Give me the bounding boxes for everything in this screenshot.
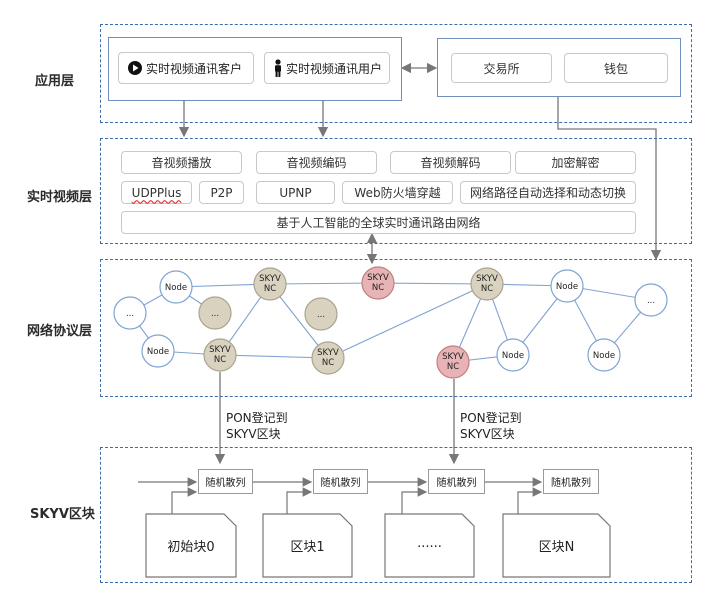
client-customer[interactable]: 实时视频通讯客户: [118, 52, 254, 84]
svg-text:NC: NC: [372, 283, 384, 293]
node-4[interactable]: Node: [496, 338, 530, 372]
block1-to-hash: [286, 487, 313, 514]
block-shape-1: [262, 513, 353, 578]
client-user[interactable]: 实时视频通讯用户: [264, 52, 390, 84]
person-icon: [273, 59, 283, 77]
layer-label-chain: SKYV区块: [30, 507, 95, 522]
rt-udpplus-label: UDPPlus: [131, 185, 182, 200]
svg-text:NC: NC: [264, 284, 276, 294]
block-shape-n: [502, 513, 611, 578]
rt-av-encode[interactable]: 音视频编码: [256, 151, 377, 174]
skyv-nc-node-1[interactable]: SKYV NC: [253, 267, 287, 301]
pon-annotation-right: PON登记到 SKYV区块: [460, 410, 522, 442]
skyv-nc-node-4[interactable]: SKYV NC: [470, 267, 504, 301]
blockdots-to-hash: [401, 487, 428, 514]
node-5[interactable]: Node: [587, 338, 621, 372]
node-ellipsis-right[interactable]: ...: [634, 283, 668, 317]
pon-right-line2: SKYV区块: [460, 427, 515, 441]
rt-udpplus[interactable]: UDPPlus: [121, 181, 192, 204]
svg-text:NC: NC: [322, 358, 334, 368]
network-layer-frame: [100, 259, 692, 397]
block-ellipsis[interactable]: ......: [385, 514, 474, 577]
skyv-nc-node-pink-2[interactable]: SKYV NC: [436, 345, 470, 379]
skyv-nc-node-3[interactable]: SKYV NC: [311, 341, 345, 375]
svg-text:Node: Node: [593, 351, 615, 361]
play-circle-icon: [127, 60, 143, 76]
block-shape-0: [145, 513, 237, 578]
rt-p2p[interactable]: P2P: [199, 181, 244, 204]
svg-text:...: ...: [647, 296, 655, 306]
svg-text:...: ...: [211, 309, 219, 319]
block-0[interactable]: 初始块0: [146, 514, 236, 577]
node-ellipsis-tan-2[interactable]: ...: [304, 297, 338, 331]
svg-text:Node: Node: [502, 351, 524, 361]
pon-right-line1: PON登记到: [460, 411, 522, 425]
node-3[interactable]: Node: [550, 269, 584, 303]
svg-text:...: ...: [126, 309, 134, 319]
node-1[interactable]: Node: [159, 270, 193, 304]
rt-upnp[interactable]: UPNP: [256, 181, 335, 204]
client-user-label: 实时视频通讯用户: [286, 61, 383, 76]
svg-text:NC: NC: [481, 284, 493, 294]
client-customer-label: 实时视频通讯客户: [146, 61, 243, 76]
pon-left-line1: PON登记到: [226, 411, 288, 425]
svg-text:Node: Node: [556, 282, 578, 292]
hash-box-4[interactable]: 随机散列: [543, 469, 599, 494]
app-layer-frame: [100, 24, 692, 123]
layer-label-network: 网络协议层: [27, 324, 93, 339]
svg-text:...: ...: [317, 310, 325, 320]
skyv-nc-node-2[interactable]: SKYV NC: [203, 338, 237, 372]
pon-left-line2: SKYV区块: [226, 427, 281, 441]
block-0-label: 初始块0: [167, 540, 215, 555]
svg-text:SKYV: SKYV: [259, 274, 281, 284]
layer-label-app: 应用层: [35, 74, 75, 89]
svg-text:SKYV: SKYV: [317, 348, 339, 358]
svg-text:SKYV: SKYV: [209, 345, 231, 355]
block-shape-dots: [384, 513, 475, 578]
svg-text:SKYV: SKYV: [367, 273, 389, 283]
svg-text:Node: Node: [147, 347, 169, 357]
svg-text:NC: NC: [447, 362, 459, 372]
block-n[interactable]: 区块N: [503, 514, 610, 577]
node-ellipsis-left[interactable]: ...: [113, 296, 147, 330]
block-1[interactable]: 区块1: [263, 514, 352, 577]
svg-text:Node: Node: [165, 283, 187, 293]
pon-annotation-left: PON登记到 SKYV区块: [226, 410, 288, 442]
exchange-button[interactable]: 交易所: [451, 53, 552, 83]
svg-text:SKYV: SKYV: [442, 352, 464, 362]
rt-web-firewall[interactable]: Web防火墙穿越: [342, 181, 453, 204]
node-2[interactable]: Node: [141, 334, 175, 368]
svg-text:NC: NC: [214, 355, 226, 365]
block0-to-hash: [171, 487, 198, 514]
hash-box-1[interactable]: 随机散列: [198, 469, 253, 494]
hash-box-3[interactable]: 随机散列: [428, 469, 485, 494]
rt-path-switch[interactable]: 网络路径自动选择和动态切换: [460, 181, 636, 204]
chain-layer-frame: [100, 447, 692, 583]
rt-encryption[interactable]: 加密解密: [515, 151, 636, 174]
layer-label-realtime: 实时视频层: [27, 190, 93, 205]
blockN-to-hash: [517, 487, 543, 514]
rt-av-decode[interactable]: 音视频解码: [390, 151, 511, 174]
hash-box-2[interactable]: 随机散列: [313, 469, 368, 494]
arrow-exchange-network: [557, 97, 662, 261]
block-1-label: 区块1: [290, 540, 325, 555]
rt-ai-routing[interactable]: 基于人工智能的全球实时通讯路由网络: [121, 211, 636, 234]
realtime-layer-frame: [100, 138, 692, 244]
block-ellipsis-label: ......: [417, 536, 442, 551]
svg-text:SKYV: SKYV: [476, 274, 498, 284]
node-ellipsis-tan-1[interactable]: ...: [198, 296, 232, 330]
block-n-label: 区块N: [538, 540, 575, 555]
skyv-nc-node-pink-1[interactable]: SKYV NC: [361, 266, 395, 300]
rt-av-playback[interactable]: 音视频播放: [121, 151, 242, 174]
wallet-button[interactable]: 钱包: [564, 53, 668, 83]
